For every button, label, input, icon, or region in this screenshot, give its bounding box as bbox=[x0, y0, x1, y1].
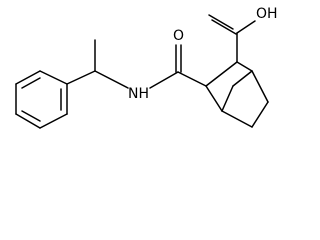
bond-c3-c4 bbox=[236, 61, 253, 72]
bond-ring-double-1 bbox=[21, 77, 41, 89]
bond-carbonyl-to-c2 bbox=[177, 71, 207, 87]
bond-ring-4 bbox=[39, 113, 68, 129]
bond-c5-c4 bbox=[251, 70, 269, 103]
bond-acid-c-o-1 bbox=[211, 19, 237, 35]
bond-ring-to-ch bbox=[66, 70, 96, 85]
bond-ring-5 bbox=[15, 113, 41, 129]
norbornane-core bbox=[205, 61, 269, 128]
hydroxyl-label: OH bbox=[256, 6, 278, 22]
bond-c1-c6 bbox=[221, 110, 253, 128]
bond-bridge-1 bbox=[232, 70, 253, 87]
benzene-ring bbox=[15, 70, 68, 129]
bond-acid-c-o-2 bbox=[208, 14, 234, 30]
bond-ring-double-3 bbox=[21, 110, 41, 122]
amide-oxygen-label: O bbox=[173, 28, 184, 44]
bond-ring-1 bbox=[15, 70, 41, 85]
bond-c6-c5 bbox=[251, 101, 269, 128]
bond-bridge-2 bbox=[221, 85, 234, 112]
bond-c2-c3 bbox=[205, 61, 238, 87]
molecule-diagram: O NH OH bbox=[15, 6, 278, 129]
bond-n-to-carbonyl bbox=[149, 71, 179, 89]
bond-ring-2 bbox=[39, 70, 68, 85]
bond-acid-c-oh bbox=[236, 20, 256, 34]
amide-nitrogen-label: NH bbox=[128, 86, 149, 102]
bond-c2-c1 bbox=[205, 85, 223, 112]
bond-ch-to-n bbox=[94, 70, 129, 89]
structure-canvas: O NH OH bbox=[15, 6, 278, 129]
